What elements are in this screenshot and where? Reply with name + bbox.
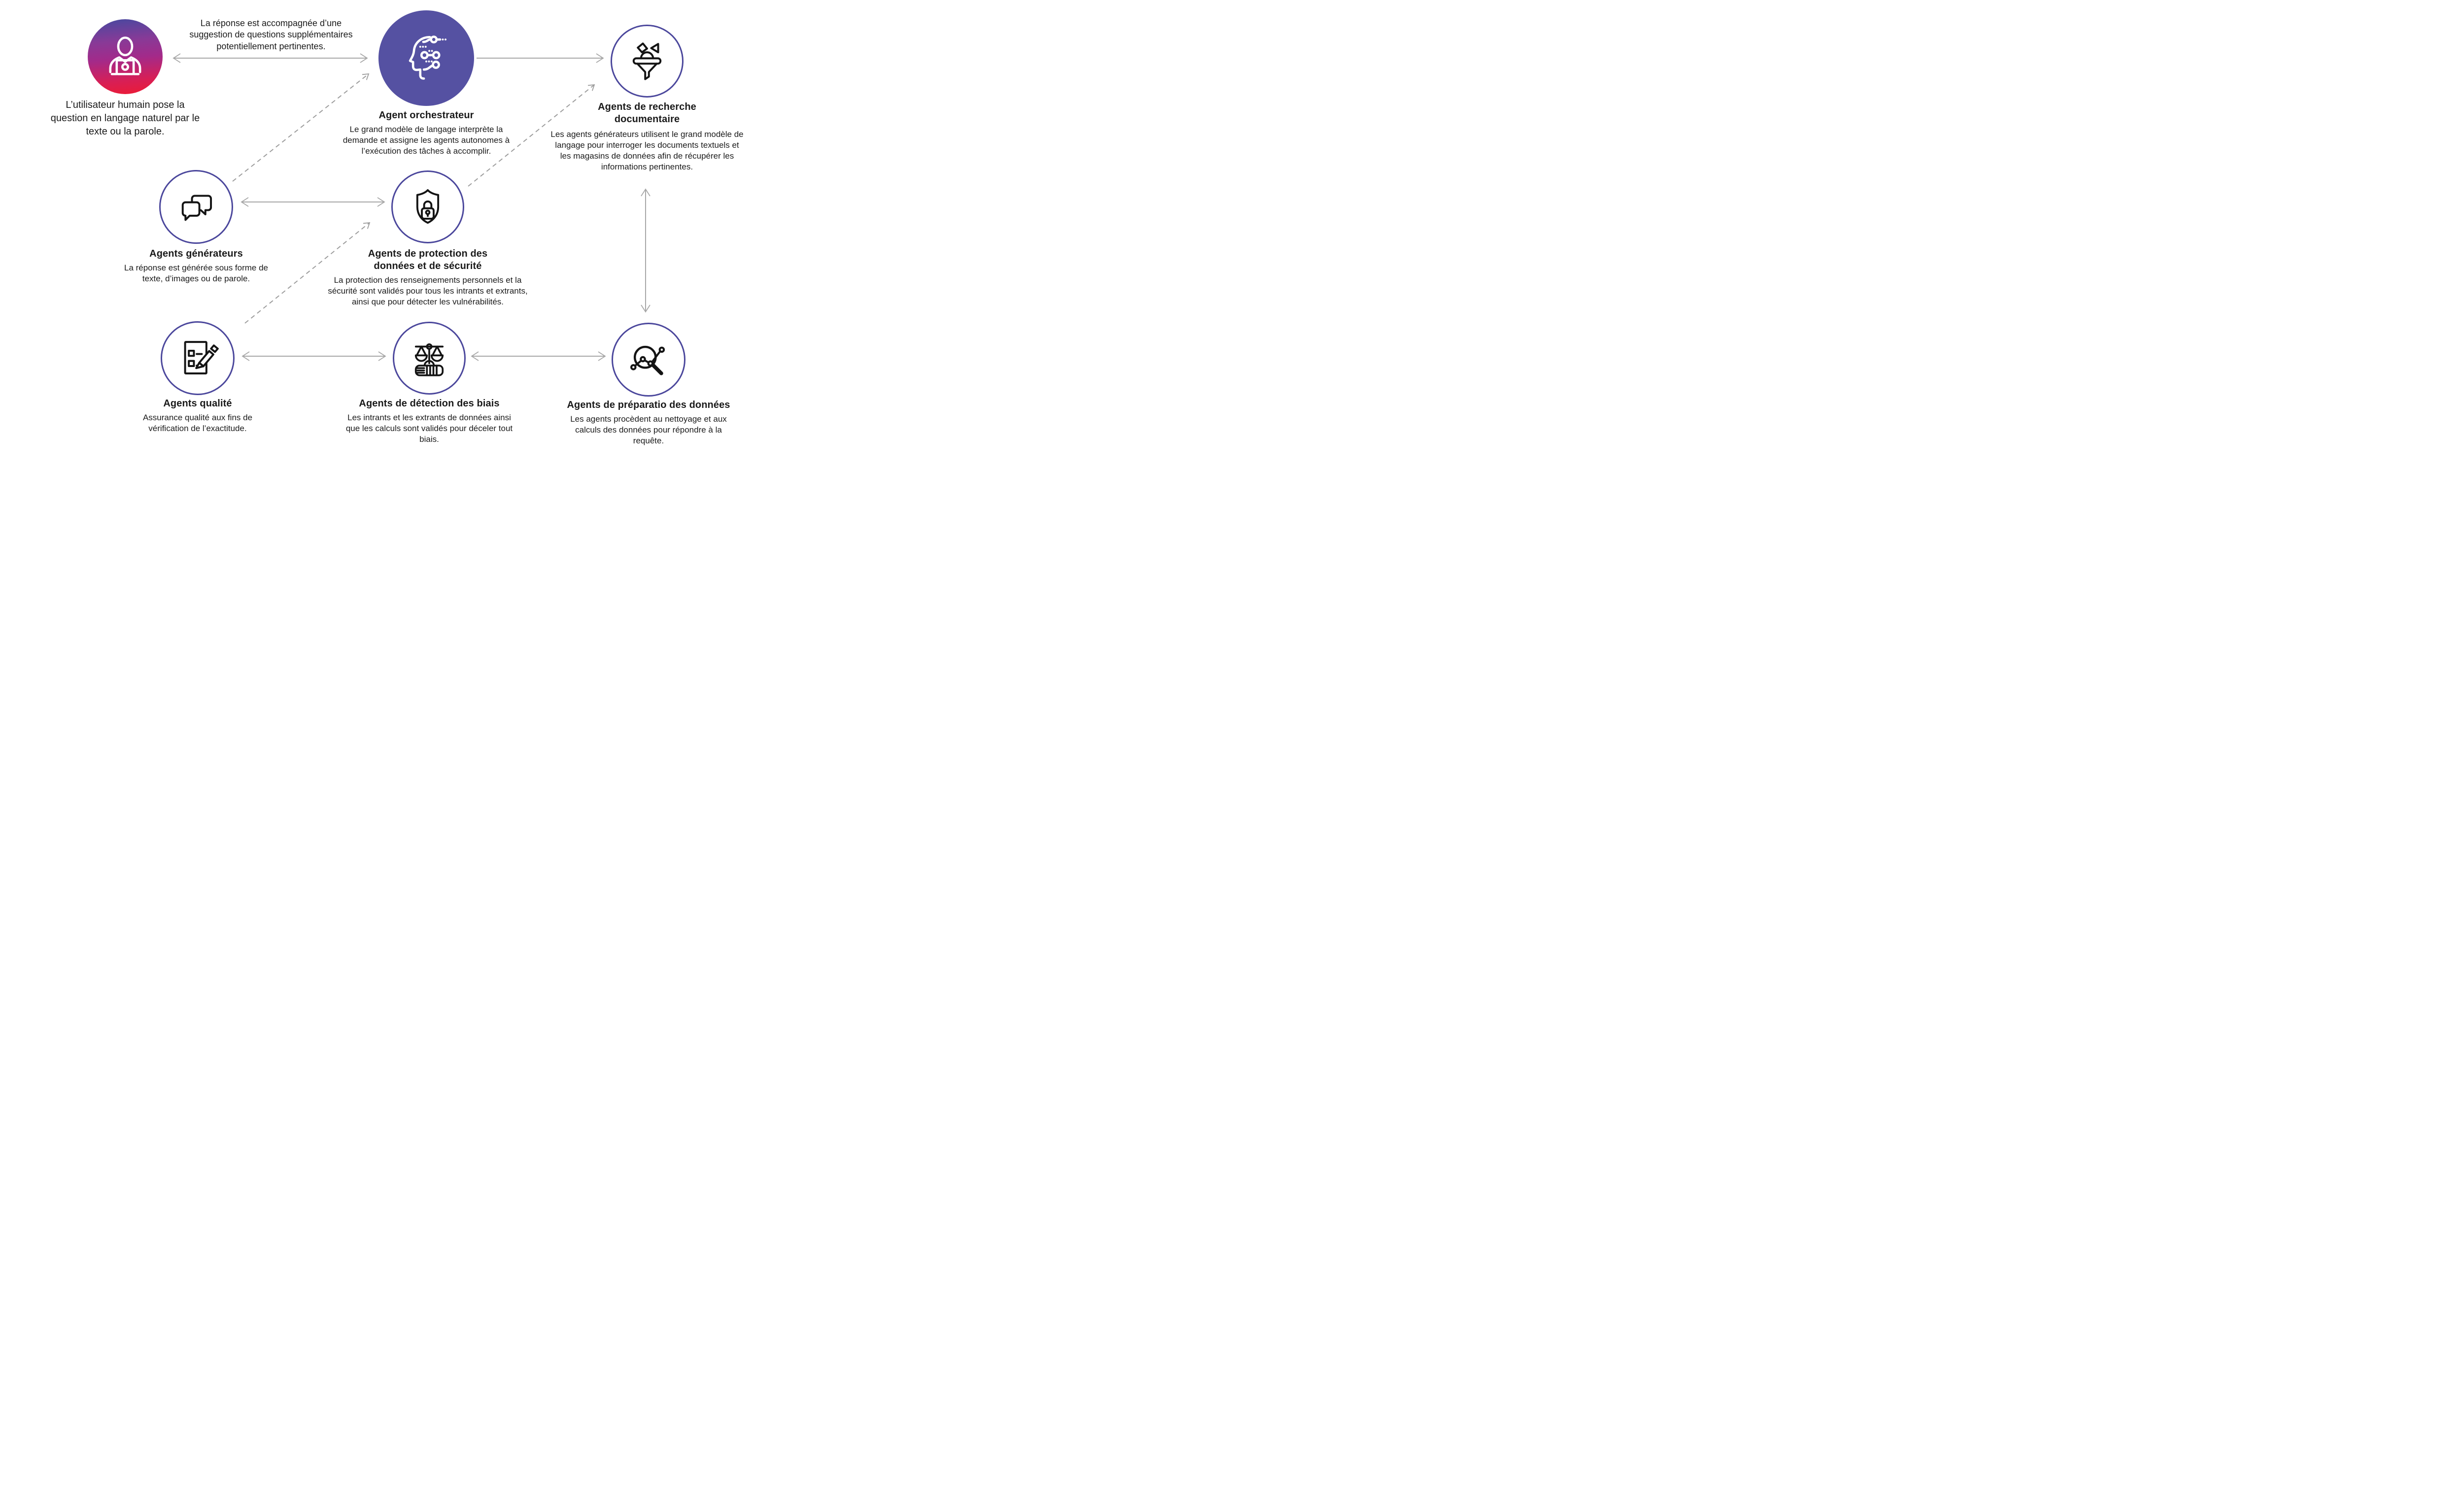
magnifier-analytics-icon bbox=[630, 345, 665, 375]
qualite-title: Agents qualité bbox=[163, 398, 232, 409]
funnel-filter-icon bbox=[632, 42, 662, 80]
scales-balance-icon bbox=[414, 343, 444, 376]
preparation-title: Agents de préparatio des données bbox=[567, 400, 730, 410]
person-laptop-icon bbox=[109, 36, 141, 75]
node-generateurs bbox=[159, 170, 233, 244]
ai-head-circuit-icon bbox=[409, 35, 446, 80]
agent-architecture-diagram: La réponse est accompagnée d’une suggest… bbox=[0, 0, 773, 473]
node-detection-biais bbox=[393, 322, 466, 395]
annotation-response-suggestion: La réponse est accompagnée d’une suggest… bbox=[189, 18, 353, 51]
recherche-title: Agents de recherche documentaire bbox=[598, 101, 696, 125]
node-user bbox=[88, 19, 163, 94]
detection-description: Les intrants et les extrants de données … bbox=[345, 413, 513, 444]
recherche-description: Les agents générateurs utilisent le gran… bbox=[550, 130, 744, 172]
chat-bubbles-icon bbox=[181, 195, 212, 221]
node-orchestrateur bbox=[378, 10, 474, 106]
node-preparation-donnees bbox=[612, 323, 685, 397]
preparation-description: Les agents procèdent au nettoyage et aux… bbox=[570, 414, 727, 446]
qualite-description: Assurance qualité aux fins de vérificati… bbox=[142, 413, 253, 434]
generateurs-description: La réponse est générée sous forme de tex… bbox=[124, 263, 269, 284]
generateurs-title: Agents générateurs bbox=[149, 248, 243, 259]
orchestrateur-title: Agent orchestrateur bbox=[378, 110, 474, 121]
node-recherche-documentaire bbox=[611, 25, 684, 98]
detection-title: Agents de détection des biais bbox=[359, 398, 500, 409]
shield-lock-icon bbox=[416, 189, 440, 224]
protection-title: Agents de protection des données et de s… bbox=[368, 248, 488, 271]
node-qualite bbox=[161, 321, 235, 395]
user-description: L’utilisateur humain pose la question en… bbox=[50, 100, 200, 137]
protection-description: La protection des renseignements personn… bbox=[328, 275, 528, 307]
orchestrateur-description: Le grand modèle de langage interprète la… bbox=[342, 125, 510, 156]
checklist-pencil-icon bbox=[184, 341, 219, 374]
node-protection-securite bbox=[391, 170, 464, 243]
